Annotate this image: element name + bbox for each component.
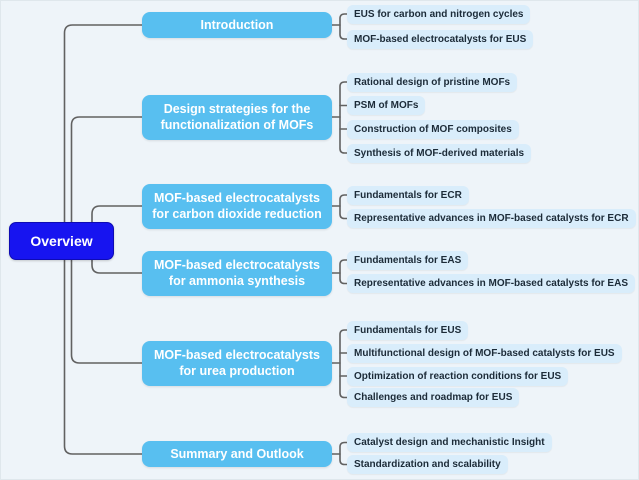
branch-node-4: MOF-based electrocatalysts for ammonia s… — [142, 250, 332, 296]
leaf-node-2-1: Rational design of pristine MOFs — [347, 72, 518, 92]
leaf-node-3-1: Fundamentals for ECR — [347, 185, 469, 205]
leaf-node-6-2: Standardization and scalability — [347, 455, 508, 474]
leaf-node-2-3: Construction of MOF composites — [347, 119, 519, 139]
leaf-node-4-2: Representative advances in MOF-based cat… — [347, 274, 635, 293]
root-node: Overview — [9, 222, 114, 260]
leaf-node-5-1: Fundamentals for EUS — [347, 320, 469, 340]
branch-node-2: Design strategies for the functionalizat… — [142, 94, 332, 140]
leaf-node-2-2: PSM of MOFs — [347, 96, 426, 115]
leaf-node-3-2: Representative advances in MOF-based cat… — [347, 209, 636, 228]
leaf-node-5-3: Optimization of reaction conditions for … — [347, 366, 569, 386]
branch-node-6: Summary and Outlook — [142, 441, 332, 467]
leaf-node-1-2: MOF-based electrocatalysts for EUS — [347, 29, 534, 49]
branch-node-5: MOF-based electrocatalysts for urea prod… — [142, 340, 332, 386]
branch-node-3: MOF-based electrocatalysts for carbon di… — [142, 183, 332, 229]
leaf-node-4-1: Fundamentals for EAS — [347, 250, 469, 270]
leaf-node-1-1: EUS for carbon and nitrogen cycles — [347, 4, 531, 24]
leaf-node-5-2: Multifunctional design of MOF-based cata… — [347, 343, 622, 363]
leaf-node-6-1: Catalyst design and mechanistic Insight — [347, 433, 552, 452]
branch-node-1: Introduction — [142, 12, 332, 38]
leaf-node-5-4: Challenges and roadmap for EUS — [347, 388, 520, 407]
leaf-node-2-4: Synthesis of MOF-derived materials — [347, 143, 532, 163]
